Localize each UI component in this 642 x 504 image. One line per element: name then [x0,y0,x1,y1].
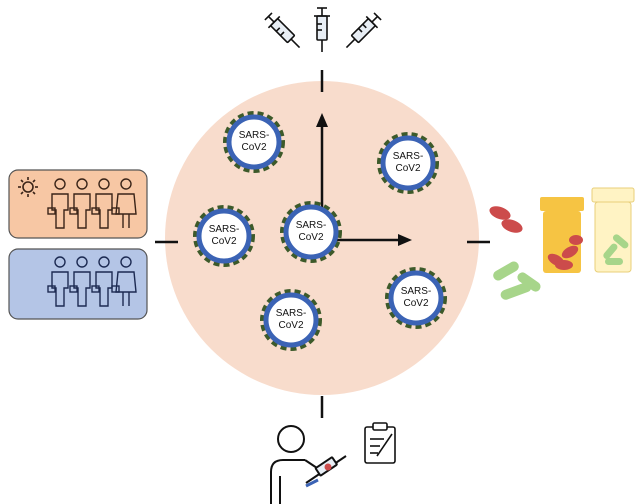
green-pills-icon [493,261,541,300]
virus-particle-3 [193,205,255,267]
day-shift-panel [8,169,148,239]
virus-particle-1 [223,111,285,173]
virus-label-5: SARS-CoV2 [400,286,432,309]
clipboard-icon [364,422,396,464]
pill-bottle-icon-green [591,187,635,273]
day-workers-icon [47,178,137,229]
person-with-injection-icon [270,425,347,504]
virus-particle-5 [385,267,447,329]
sun-icon [18,177,38,197]
virus-label-1: SARS-CoV2 [238,130,270,153]
virus-label-6: SARS-CoV2 [275,308,307,331]
virus-label-2: SARS-CoV2 [392,151,424,174]
syringe-icon-left [264,12,301,49]
virus-particle-6 [260,289,322,351]
virus-label-3: SARS-CoV2 [208,224,240,247]
virus-particle-4 [280,201,342,263]
virus-particle-2 [377,132,439,194]
syringe-icon-middle [314,7,330,52]
night-shift-panel [8,248,148,320]
red-pills-icon [489,206,523,233]
pill-bottle-icon-red [540,197,584,273]
syringe-icon-right [345,12,382,49]
night-workers-icon [47,256,137,307]
virus-label-4: SARS-CoV2 [295,220,327,243]
